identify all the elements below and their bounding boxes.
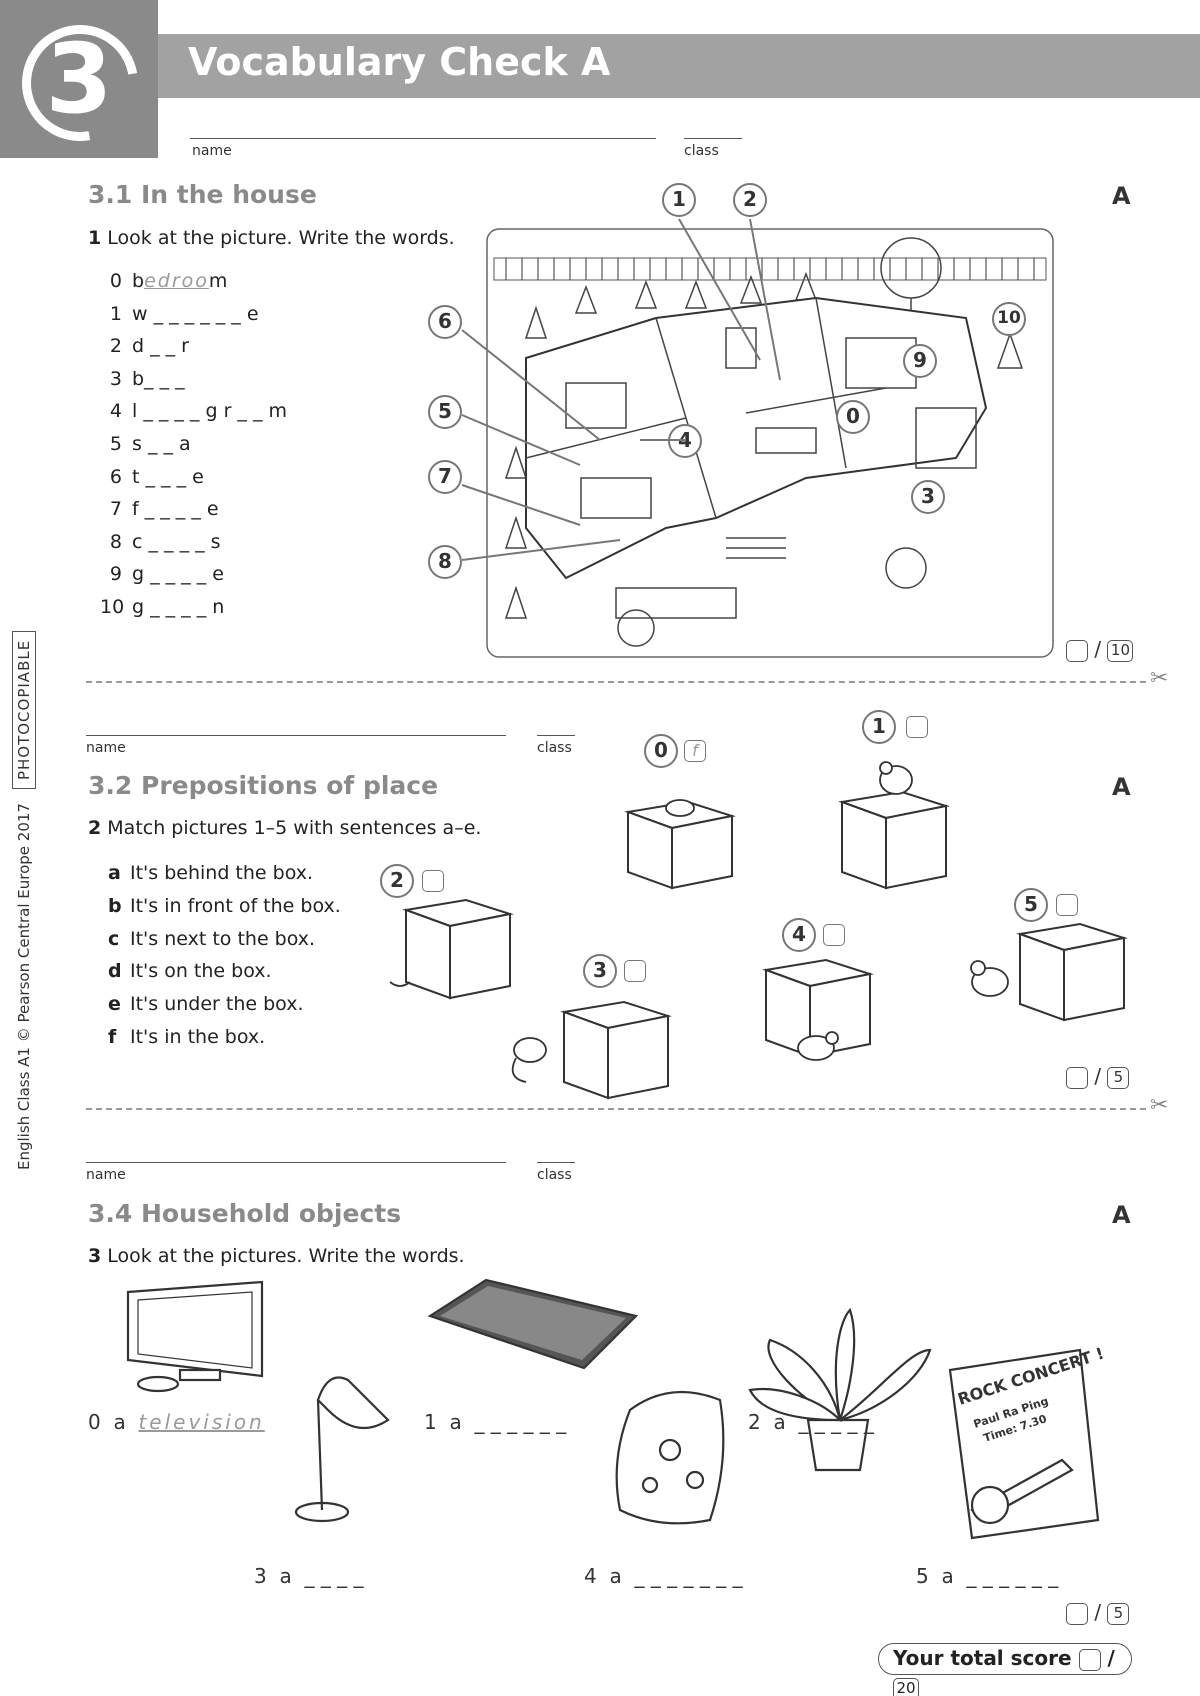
object-answer-2[interactable]: 2 a _ _ _ _ _ [748, 1410, 874, 1434]
cut-line-2 [86, 1108, 1146, 1110]
house-label-1: 1 [662, 183, 696, 217]
house-label-8: 8 [428, 545, 462, 579]
example-answer: edroo [144, 270, 209, 292]
name-label-3: name [86, 1167, 126, 1183]
section1-title: 3.1 In the house [88, 180, 317, 209]
score-box[interactable] [1066, 639, 1088, 662]
name-line-2[interactable] [86, 735, 506, 736]
house-label-6: 6 [428, 305, 462, 339]
answer-box-0[interactable]: f [684, 740, 706, 762]
scissors-icon-2: ✂ [1150, 1093, 1169, 1118]
section3-version: A [1112, 1201, 1131, 1229]
house-picture [486, 228, 1054, 658]
household-pictures: ROCK CONCERT ! Paul Ra Ping Time: 7.30 [126, 1278, 1106, 1540]
example-answer-2: television [138, 1410, 265, 1434]
class-line-3[interactable] [537, 1162, 575, 1163]
picture-label-3: 3 [583, 954, 617, 988]
class-line-2[interactable] [537, 735, 575, 736]
page-title: Vocabulary Check A [188, 40, 611, 84]
house-label-0: 0 [836, 400, 870, 434]
picture-label-2: 2 [380, 864, 414, 898]
picture-label-4: 4 [782, 918, 816, 952]
unit-badge: 3 [0, 0, 161, 164]
object-answer-3[interactable]: 3 a _ _ _ _ [254, 1564, 364, 1588]
cut-line-1 [86, 681, 1146, 683]
section3-title: 3.4 Household objects [88, 1199, 402, 1228]
class-label-3: class [537, 1167, 572, 1183]
object-answer-4[interactable]: 4 a _ _ _ _ _ _ _ [584, 1564, 743, 1588]
side-copyright: English Class A1 © Pearson Central Europ… [12, 630, 36, 1170]
answer-box-4[interactable] [823, 924, 845, 946]
object-answer-5[interactable]: 5 a _ _ _ _ _ _ [916, 1564, 1059, 1588]
house-label-10: 10 [992, 302, 1026, 336]
class-label-2: class [537, 740, 572, 756]
answer-box-2[interactable] [422, 870, 444, 892]
name-label-2: name [86, 740, 126, 756]
score-box-3[interactable] [1066, 1602, 1088, 1625]
section1-instruction: 1 Look at the picture. Write the words. [88, 227, 455, 249]
total-score-box[interactable] [1078, 1648, 1101, 1671]
picture-label-0: 0 [644, 734, 678, 768]
scissors-icon: ✂ [1150, 666, 1169, 691]
picture-label-5: 5 [1014, 888, 1048, 922]
name-line-3[interactable] [86, 1162, 506, 1163]
class-label: class [684, 143, 719, 159]
answer-box-5[interactable] [1056, 894, 1078, 916]
house-label-2: 2 [733, 183, 767, 217]
picture-label-1: 1 [862, 710, 896, 744]
section3-score: / 5 [1066, 1600, 1130, 1625]
score-box-2[interactable] [1066, 1066, 1088, 1089]
house-label-5: 5 [428, 395, 462, 429]
unit-number: 3 [45, 23, 113, 135]
house-label-7: 7 [428, 460, 462, 494]
house-label-9: 9 [903, 344, 937, 378]
class-line[interactable] [684, 138, 742, 139]
section2-instruction: 2 Match pictures 1–5 with sentences a–e. [88, 817, 482, 839]
house-label-3: 3 [911, 480, 945, 514]
name-line[interactable] [190, 138, 656, 139]
object-answer-0[interactable]: 0 a television [88, 1410, 265, 1434]
section1-version: A [1112, 182, 1131, 210]
instruction-num: 1 [88, 227, 102, 249]
object-answer-1[interactable]: 1 a _ _ _ _ _ _ [424, 1410, 567, 1434]
answer-box-3[interactable] [624, 960, 646, 982]
answer-box-1[interactable] [906, 716, 928, 738]
title-bar: Vocabulary Check A [158, 34, 1200, 98]
copyright-text: English Class A1 © Pearson Central Europ… [15, 803, 33, 1170]
total-score: Your total score / 20 [878, 1643, 1132, 1696]
prepositions-pictures [389, 761, 1128, 1100]
instruction-text: Look at the picture. Write the words. [107, 227, 455, 249]
name-label: name [192, 143, 232, 159]
section3-instruction: 3 Look at the pictures. Write the words. [88, 1245, 465, 1267]
house-leader-lines [461, 218, 781, 561]
section2-version: A [1112, 773, 1131, 801]
section2-title: 3.2 Prepositions of place [88, 771, 439, 800]
section2-score: / 5 [1066, 1064, 1130, 1089]
section1-score: / 10 [1066, 637, 1134, 662]
